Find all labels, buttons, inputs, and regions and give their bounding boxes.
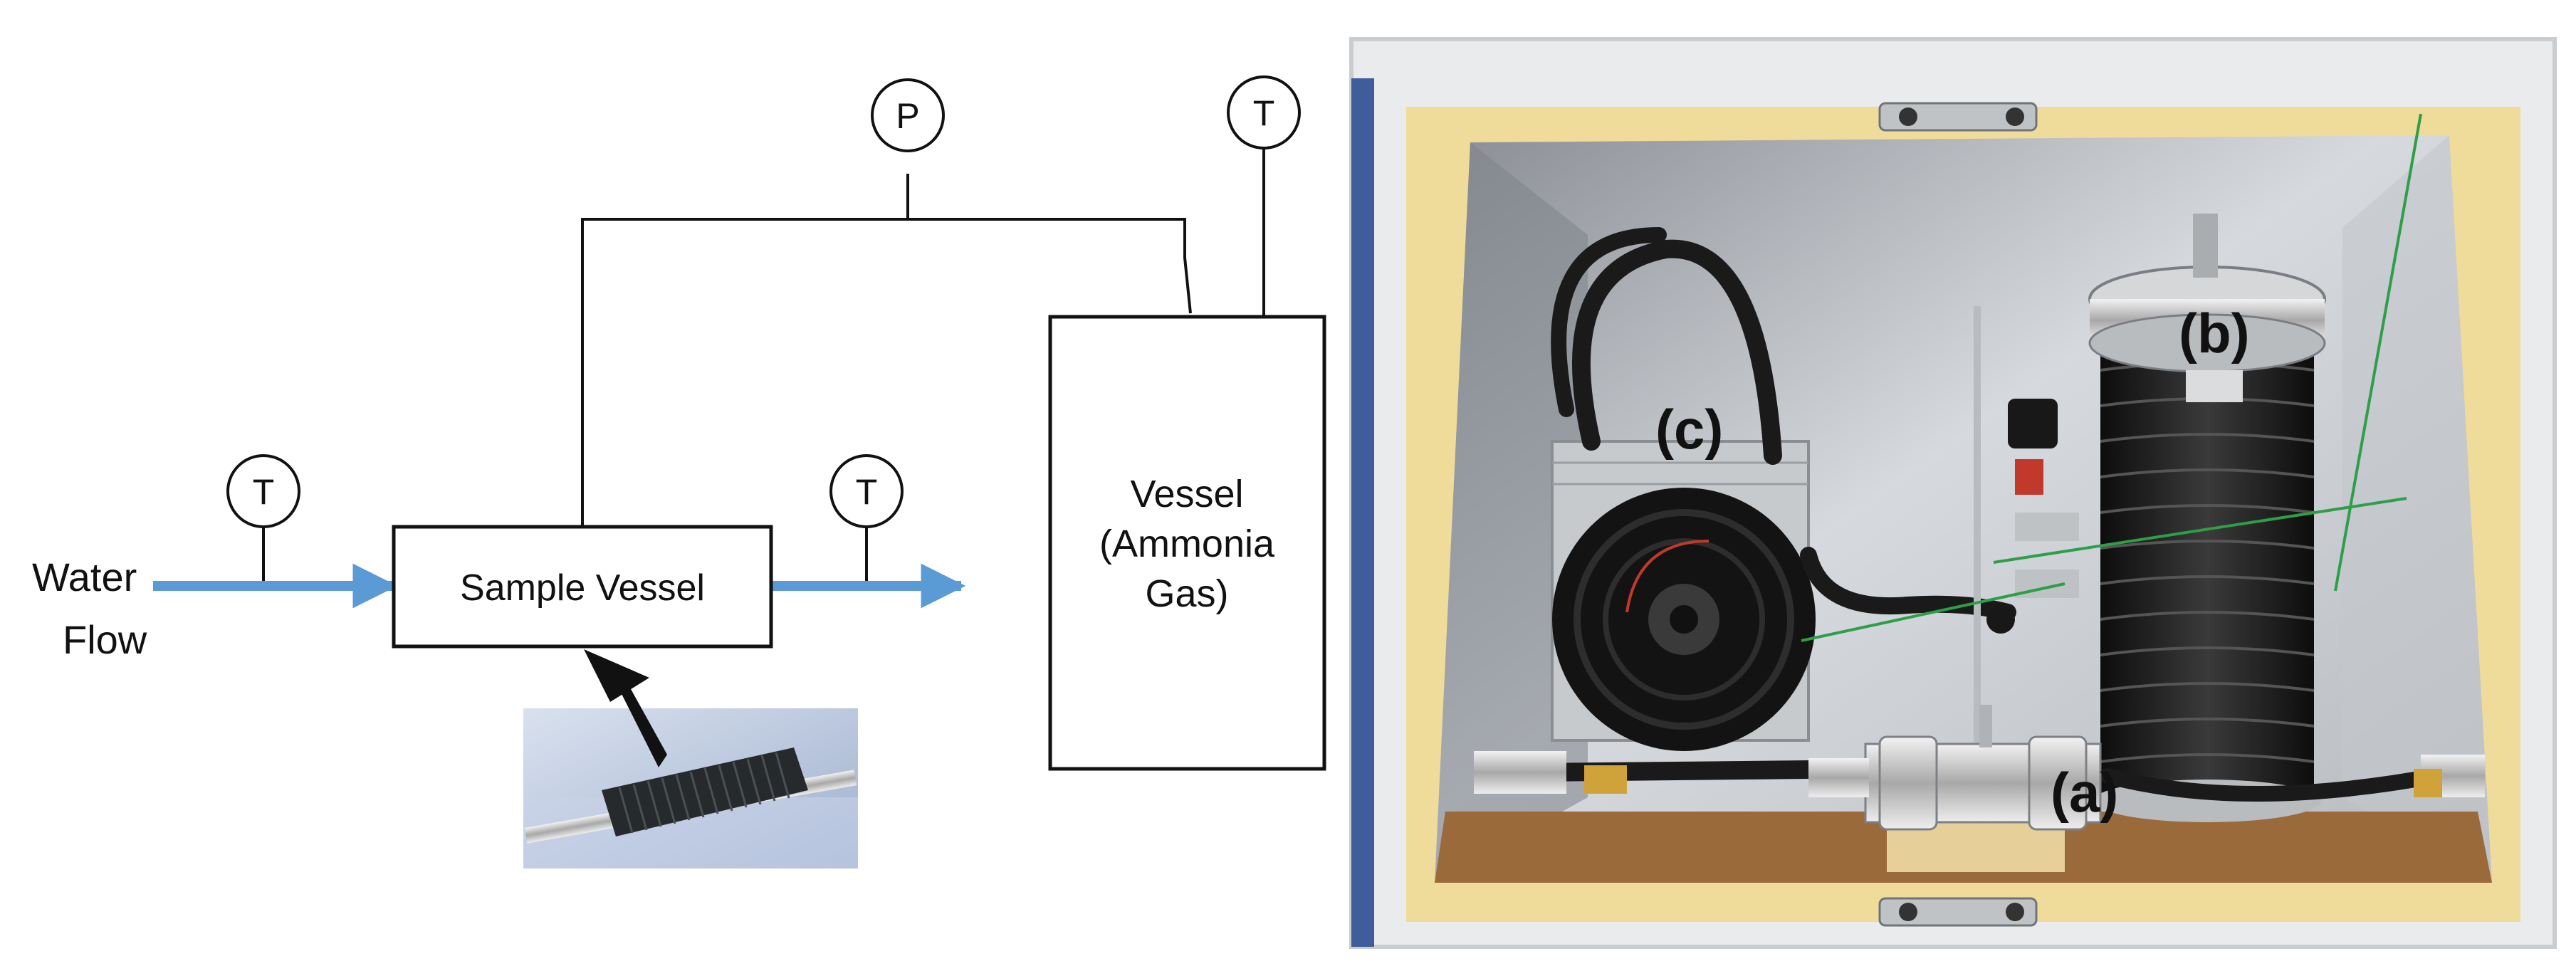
sample-vessel-label: Sample Vessel [460, 567, 705, 609]
fan-radiator [1551, 440, 1816, 751]
coil-vessel [2088, 214, 2326, 822]
sample-vessel-fitting [1808, 705, 2102, 831]
temperature-gauge-vessel-label: T [1253, 93, 1275, 133]
ammonia-vessel-label-line3: Gas) [1145, 572, 1228, 615]
water-flow-label-line1: Water [32, 555, 137, 599]
sample-tube-photo [523, 649, 858, 869]
pressure-gauge-label: P [896, 96, 919, 136]
pressure-gauge: P [871, 78, 945, 152]
photo-label-a: (a) [2051, 761, 2118, 824]
gas-piping [262, 141, 1265, 586]
ammonia-vessel-label-line2: (Ammonia [1099, 523, 1275, 565]
ammonia-vessel-label-line1: Vessel [1130, 473, 1243, 515]
temperature-gauge-outlet-label: T [856, 472, 878, 512]
sample-vessel-box [392, 525, 773, 649]
temperature-gauge-inlet-label: T [253, 472, 275, 512]
photo-label-c: (c) [1655, 398, 1723, 461]
sample-pointer-arrow [584, 649, 649, 702]
photo-label-b: (b) [2179, 302, 2250, 364]
temperature-gauge-outlet: T [829, 454, 904, 528]
apparatus-photograph: (a) (b) (c) [1349, 37, 2557, 949]
valve-assembly [1801, 113, 2422, 804]
ammonia-vessel-box [1048, 315, 1326, 771]
temperature-gauge-inlet: T [226, 454, 300, 528]
water-flow-label-line2: Flow [63, 617, 147, 662]
temperature-gauge-vessel: T [1227, 75, 1301, 149]
schematic-diagram: P T T T Water Flow Sample Vessel Vessel … [32, 75, 1326, 869]
